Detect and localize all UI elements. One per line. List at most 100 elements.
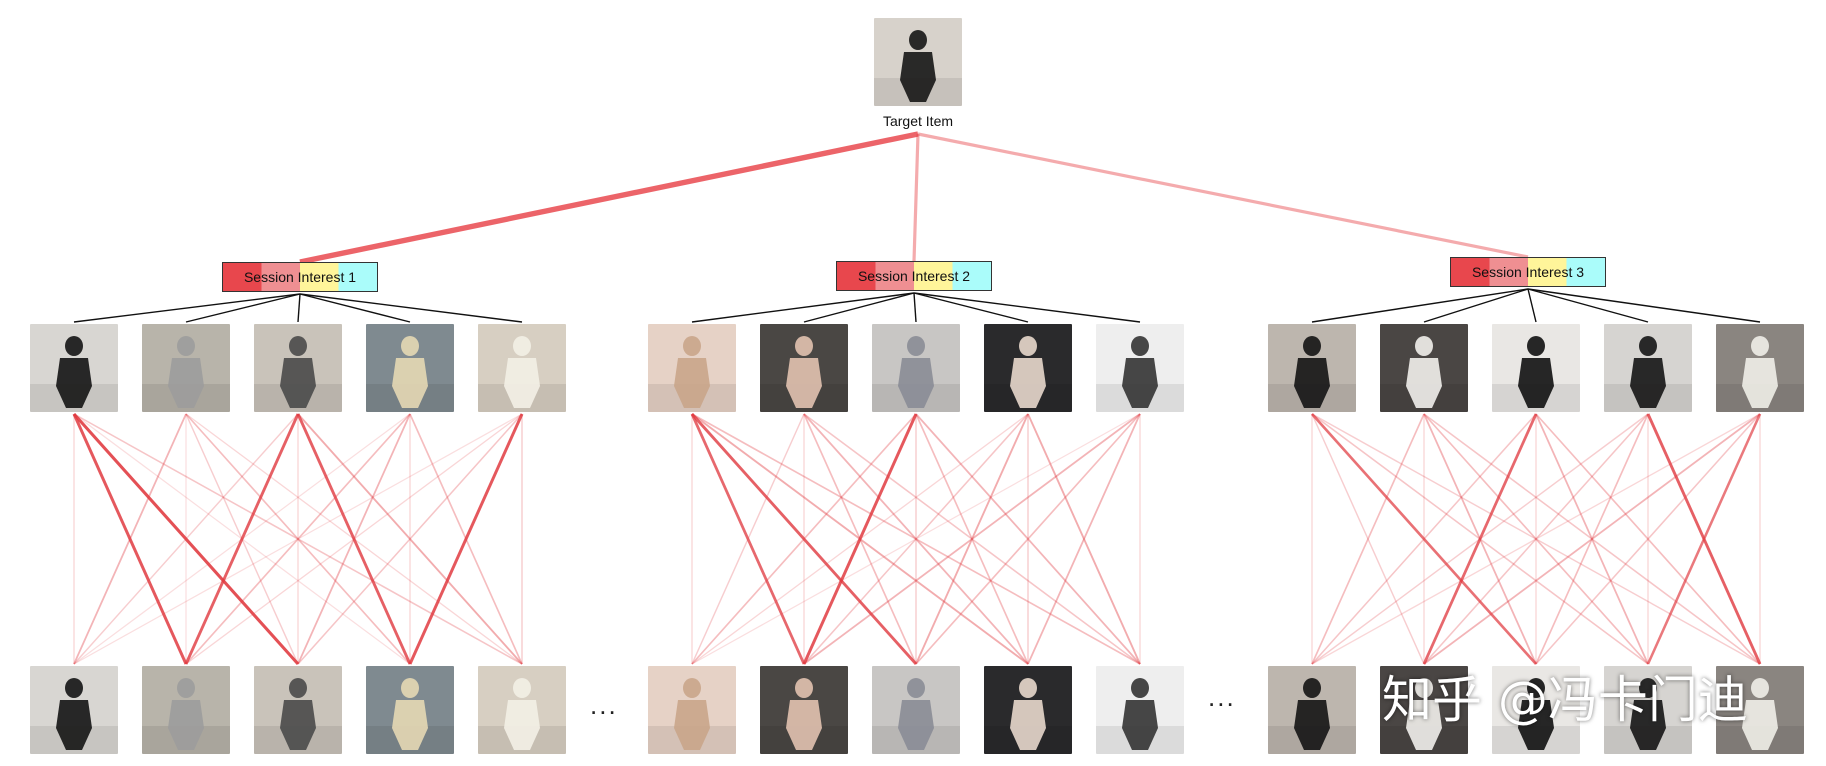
fur-ring-photo bbox=[872, 324, 960, 412]
session-2-attention-3-5 bbox=[915, 413, 1141, 665]
grey-jacket-photo bbox=[142, 666, 230, 754]
session-3-item-4-link bbox=[1527, 288, 1649, 323]
session-2-attention-5-4 bbox=[1027, 413, 1141, 665]
session-3-top-item-1 bbox=[1268, 324, 1356, 412]
session-2-item-5-link bbox=[913, 292, 1141, 323]
session-1-attention-3-2 bbox=[185, 413, 299, 665]
session-2-item-1-link bbox=[691, 292, 915, 323]
session-3-attention-4-1 bbox=[1311, 413, 1649, 665]
session-1-bottom-item-3 bbox=[254, 666, 342, 754]
session-3-bottom-item-5 bbox=[1716, 666, 1804, 754]
session-interest-3-label: Session Interest 3 bbox=[1471, 264, 1585, 280]
session-3-attention-3-5 bbox=[1535, 413, 1761, 665]
session-3-attention-1-2 bbox=[1311, 413, 1425, 665]
woman-in-black-leggings-photo bbox=[874, 18, 962, 106]
fur-ring-photo bbox=[872, 666, 960, 754]
session-3-bottom-item-1 bbox=[1268, 666, 1356, 754]
session-1-attention-5-3 bbox=[297, 413, 523, 665]
session-2-top-item-2 bbox=[760, 324, 848, 412]
hand-with-perfume-photo bbox=[984, 666, 1072, 754]
black-jacket-photo bbox=[1268, 324, 1356, 412]
session-1-item-3-link bbox=[297, 293, 301, 323]
session-2-top-item-4 bbox=[984, 324, 1072, 412]
session-interest-2-box: Session Interest 2 bbox=[836, 261, 992, 291]
session-3-attention-5-1 bbox=[1311, 413, 1761, 665]
session-2-item-4-link bbox=[913, 292, 1029, 323]
ellipsis-1: ... bbox=[590, 690, 618, 720]
session-1-attention-4-2 bbox=[185, 413, 411, 665]
session-1-top-item-3 bbox=[254, 324, 342, 412]
session-3-item-5-link bbox=[1527, 288, 1761, 323]
session-3-attention-3-4 bbox=[1535, 413, 1649, 665]
session-1-attention-2-4 bbox=[185, 413, 411, 665]
session-1-top-item-2 bbox=[142, 324, 230, 412]
session-3-item-1-link bbox=[1311, 288, 1529, 323]
session-1-attention-4-1 bbox=[73, 413, 411, 665]
session-3-attention-1-5 bbox=[1311, 413, 1761, 665]
black-white-sweater-photo bbox=[1716, 324, 1804, 412]
target-item-image bbox=[874, 18, 962, 106]
session-3-bottom-item-2 bbox=[1380, 666, 1468, 754]
session-3-top-item-4 bbox=[1604, 324, 1692, 412]
session-interest-3-box: Session Interest 3 bbox=[1450, 257, 1606, 287]
session-1-top-item-1 bbox=[30, 324, 118, 412]
session-1-item-4-link bbox=[299, 293, 411, 323]
session-3-attention-5-2 bbox=[1423, 413, 1761, 665]
session-1-attention-1-5 bbox=[73, 413, 523, 665]
black-hoodie-photo bbox=[1604, 324, 1692, 412]
session-2-bottom-item-1 bbox=[648, 666, 736, 754]
nail-set-photo bbox=[1096, 324, 1184, 412]
session-1-attention-4-3 bbox=[296, 413, 412, 665]
black-white-sweater-photo bbox=[1716, 666, 1804, 754]
target-to-session-1-link bbox=[299, 131, 919, 265]
session-1-top-item-4 bbox=[366, 324, 454, 412]
session-1-attention-5-1 bbox=[73, 413, 523, 665]
session-3-item-2-link bbox=[1423, 288, 1529, 323]
session-2-attention-4-1 bbox=[691, 413, 1029, 665]
session-3-attention-2-1 bbox=[1311, 413, 1425, 665]
hand-with-ring-photo bbox=[648, 324, 736, 412]
session-2-attention-2-1 bbox=[690, 413, 806, 665]
black-jacket-photo bbox=[1268, 666, 1356, 754]
session-1-item-1-link bbox=[73, 293, 301, 323]
session-2-bottom-item-4 bbox=[984, 666, 1072, 754]
black-sweater-photo bbox=[1492, 666, 1580, 754]
session-2-top-item-3 bbox=[872, 324, 960, 412]
striped-pants-photo bbox=[254, 666, 342, 754]
beige-coat-photo bbox=[366, 666, 454, 754]
target-to-session-3-link bbox=[917, 132, 1529, 259]
session-2-bottom-item-5 bbox=[1096, 666, 1184, 754]
hand-on-dark-photo bbox=[760, 324, 848, 412]
session-3-attention-3-1 bbox=[1311, 413, 1537, 665]
target-to-session-2-link bbox=[912, 133, 920, 262]
session-1-attention-5-4 bbox=[409, 413, 523, 665]
session-2-attention-2-4 bbox=[803, 413, 1029, 665]
session-1-attention-4-5 bbox=[408, 413, 524, 665]
session-3-attention-4-3 bbox=[1535, 413, 1649, 665]
session-3-attention-3-2 bbox=[1423, 413, 1537, 665]
session-3-attention-2-3 bbox=[1422, 413, 1538, 665]
session-2-bottom-item-2 bbox=[760, 666, 848, 754]
session-1-attention-2-3 bbox=[184, 413, 300, 665]
session-2-attention-4-2 bbox=[803, 413, 1029, 665]
session-interest-1-box: Session Interest 1 bbox=[222, 262, 378, 292]
session-2-attention-3-4 bbox=[915, 413, 1029, 665]
session-2-attention-2-5 bbox=[803, 413, 1141, 665]
grey-jacket-photo bbox=[142, 324, 230, 412]
black-hoodie-photo bbox=[1604, 666, 1692, 754]
watermark: 知乎 @冯卡门迪 bbox=[1382, 671, 1748, 729]
white-sweater-photo bbox=[1380, 666, 1468, 754]
ellipsis-2: ... bbox=[1208, 682, 1236, 712]
session-2-attention-5-1 bbox=[691, 413, 1141, 665]
nail-set-photo bbox=[1096, 666, 1184, 754]
session-1-bottom-item-2 bbox=[142, 666, 230, 754]
session-2-attention-1-5 bbox=[691, 413, 1141, 665]
session-1-item-2-link bbox=[185, 293, 301, 323]
black-wide-pants-photo bbox=[30, 324, 118, 412]
session-1-attention-5-2 bbox=[185, 413, 523, 665]
session-1-bottom-item-1 bbox=[30, 666, 118, 754]
session-2-attention-4-5 bbox=[1027, 413, 1141, 665]
session-1-bottom-item-5 bbox=[478, 666, 566, 754]
session-2-attention-5-3 bbox=[915, 413, 1141, 665]
